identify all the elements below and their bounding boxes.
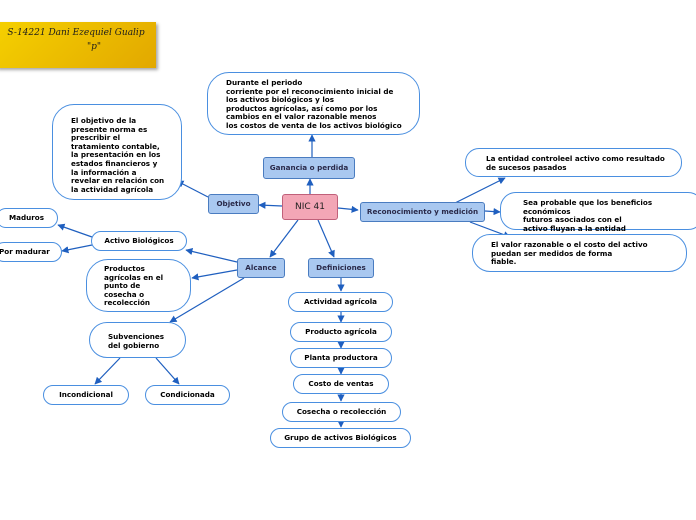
link-activo-maduros (57, 223, 93, 238)
definicion-planta-productora[interactable]: Planta productora (290, 348, 392, 368)
link-center-definiciones (317, 219, 335, 258)
definicion-cosecha-recoleccion[interactable]: Cosecha o recolección (282, 402, 401, 422)
link-alcance-productos (191, 269, 238, 281)
author-subtitle: "p" (86, 42, 102, 52)
activo-por-madurar[interactable]: Por madurar (0, 242, 62, 262)
reconocimiento-condicion-2[interactable]: Sea probable que los beneficios económic… (500, 192, 696, 233)
link-sub-incond (94, 357, 121, 385)
topic-objetivo[interactable]: Objetivo (208, 194, 259, 214)
objetivo-description[interactable]: El objetivo de la presente norma es pres… (52, 104, 182, 200)
link-center-objetivo (258, 201, 283, 209)
link-rec-2 (484, 207, 501, 216)
subvencion-incondicional[interactable]: Incondicional (43, 385, 129, 405)
definicion-producto-agricola[interactable]: Producto agrícola (290, 322, 392, 342)
central-topic-nic41[interactable]: NIC 41 (282, 194, 338, 220)
subvenciones-gobierno[interactable]: Subvenciones del gobierno (89, 322, 186, 358)
link-rec-1 (454, 177, 506, 204)
activo-maduros[interactable]: Maduros (0, 208, 58, 228)
definicion-costo-ventas[interactable]: Costo de ventas (293, 374, 389, 394)
author-name: S-14221 Dani Ezequiel Gualip (7, 28, 145, 38)
topic-reconocimiento-medicion[interactable]: Reconocimiento y medición (360, 202, 485, 222)
link-center-reconocimiento (337, 205, 359, 213)
definicion-actividad-agricola[interactable]: Actividad agrícola (288, 292, 393, 312)
subvencion-condicionada[interactable]: Condicionada (145, 385, 230, 405)
activo-biologicos[interactable]: Activo Biológicos (91, 231, 187, 251)
reconocimiento-condicion-1[interactable]: La entidad controleel activo como result… (465, 148, 682, 177)
link-sub-cond (155, 357, 180, 385)
topic-definiciones[interactable]: Definiciones (308, 258, 374, 278)
reconocimiento-condicion-3[interactable]: El valor razonable o el costo del activo… (472, 234, 687, 272)
ganancia-description[interactable]: Durante el periodo corriente por el reco… (207, 72, 420, 135)
productos-agricolas-punto-cosecha[interactable]: Productos agrícolas en el punto de cosec… (86, 259, 191, 312)
topic-alcance[interactable]: Alcance (237, 258, 285, 278)
link-activo-madurar (61, 244, 93, 254)
link-objetivo-desc (176, 180, 209, 198)
link-alcance-activo (185, 247, 238, 263)
topic-ganancia-perdida[interactable]: Ganancia o perdida (263, 157, 355, 179)
link-center-alcance (269, 219, 299, 258)
link-alcance-subvenciones (169, 277, 245, 323)
definicion-grupo-activos-biologicos[interactable]: Grupo de activos Biológicos (270, 428, 411, 448)
author-banner: S-14221 Dani Ezequiel Gualip "p" (0, 22, 156, 68)
